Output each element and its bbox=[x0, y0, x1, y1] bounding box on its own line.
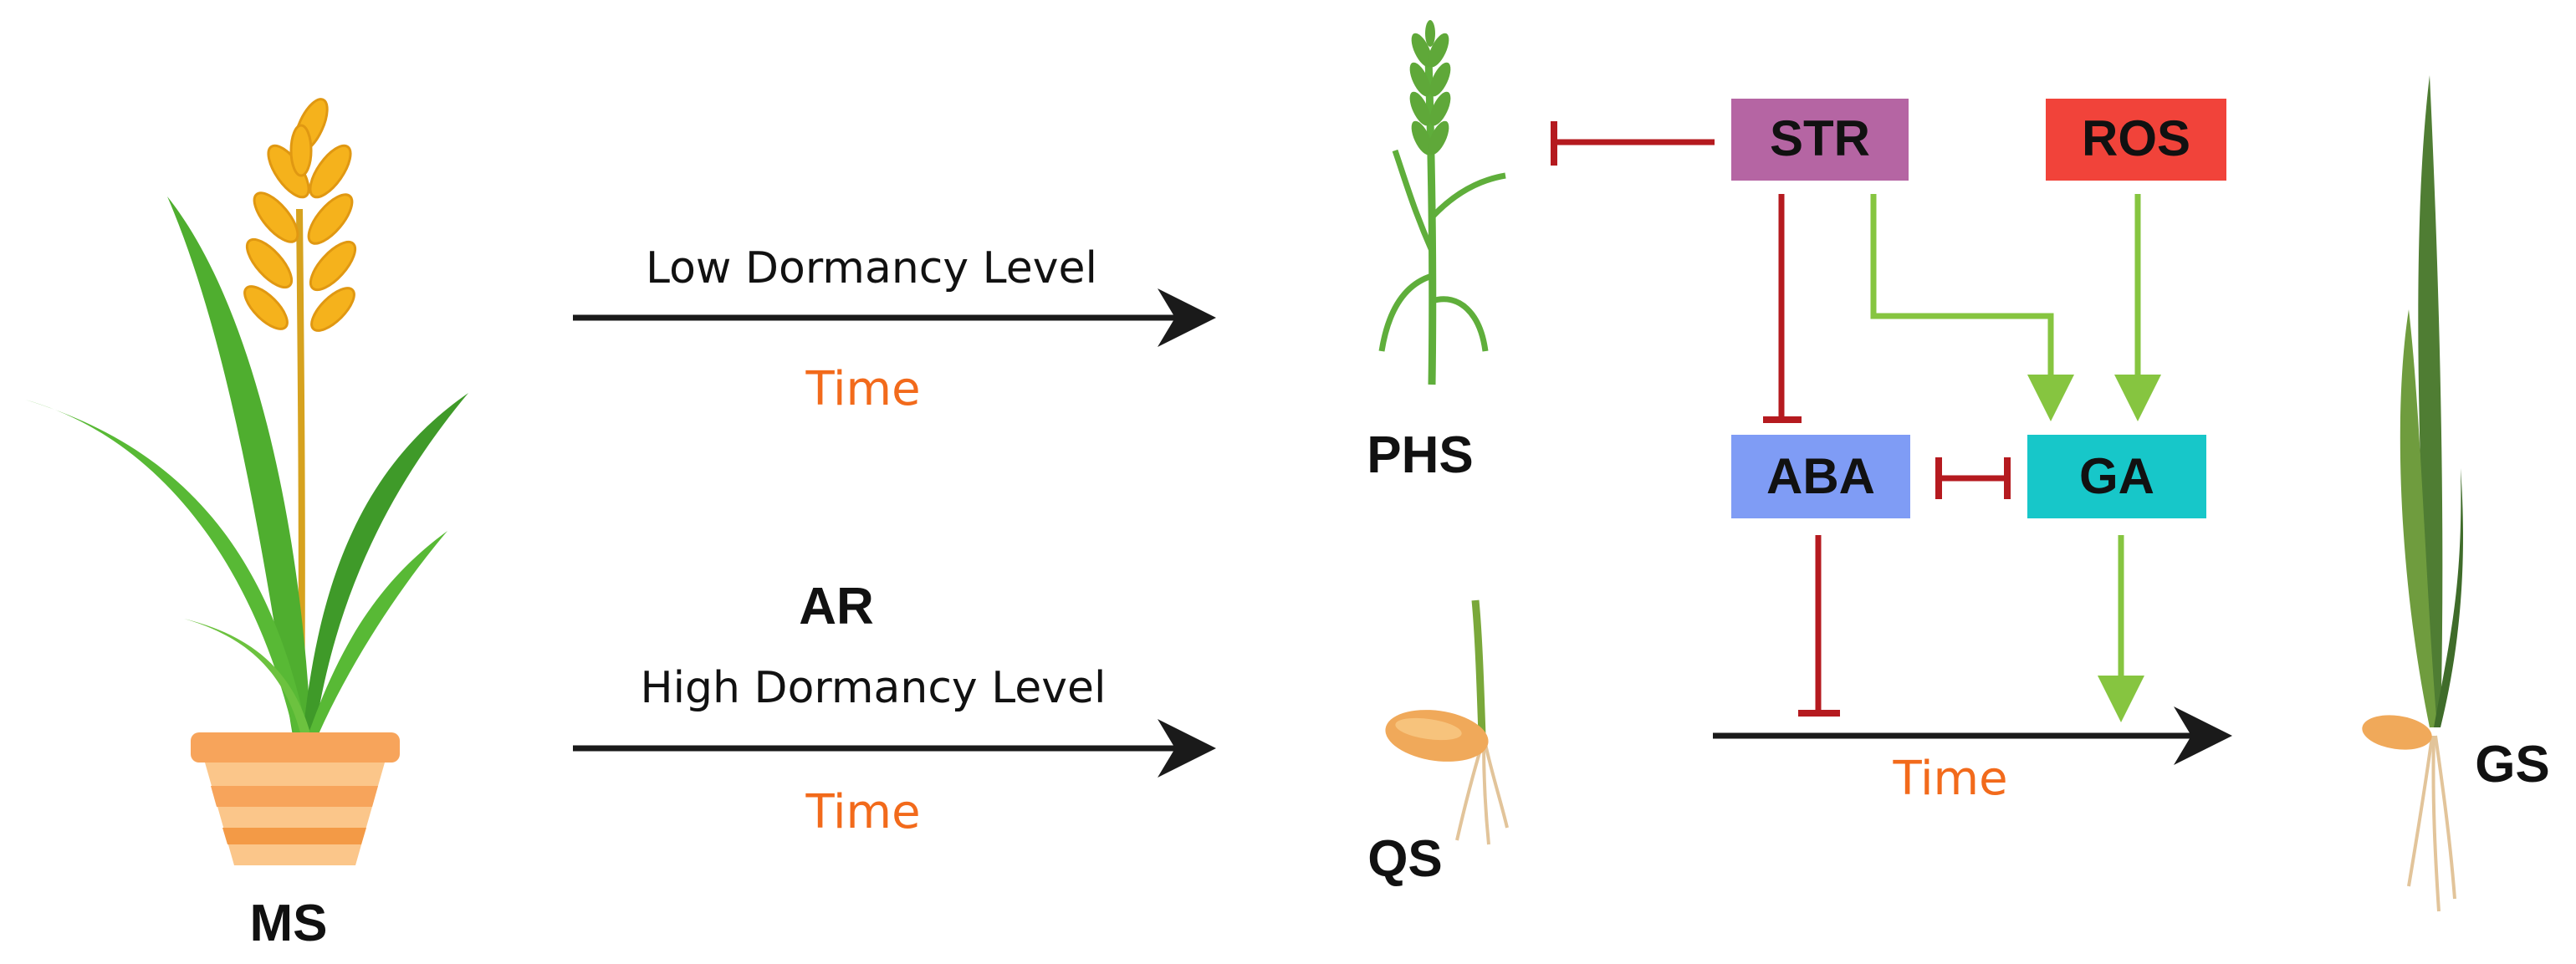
seedling-icon bbox=[2362, 75, 2463, 912]
ar-label: AR bbox=[799, 578, 874, 635]
top-time-label: Time bbox=[805, 362, 920, 416]
aba-label: ABA bbox=[1766, 448, 1875, 504]
phs-label: PHS bbox=[1367, 426, 1473, 484]
bottom-time-label: Time bbox=[805, 785, 920, 839]
str-label: STR bbox=[1770, 110, 1870, 166]
right-time-label: Time bbox=[1892, 752, 2007, 806]
qs-label: QS bbox=[1367, 830, 1443, 888]
ros-label: ROS bbox=[2082, 110, 2190, 166]
high-dormancy-label: High Dormancy Level bbox=[641, 663, 1107, 713]
germinating-seed-icon bbox=[1385, 599, 1509, 845]
ga-label: GA bbox=[2079, 448, 2154, 504]
low-dormancy-label: Low Dormancy Level bbox=[646, 243, 1097, 293]
aba-box: ABA bbox=[1731, 435, 1910, 518]
str-box: STR bbox=[1731, 99, 1909, 181]
ga-box: GA bbox=[2027, 435, 2206, 518]
potted-plant-icon bbox=[25, 98, 468, 865]
gs-label: GS bbox=[2475, 736, 2550, 793]
ms-label: MS bbox=[250, 895, 328, 952]
wheat-plant-icon bbox=[1378, 20, 1506, 385]
ros-box: ROS bbox=[2046, 99, 2226, 181]
str-promotes-ga-arrow bbox=[1870, 194, 2074, 421]
